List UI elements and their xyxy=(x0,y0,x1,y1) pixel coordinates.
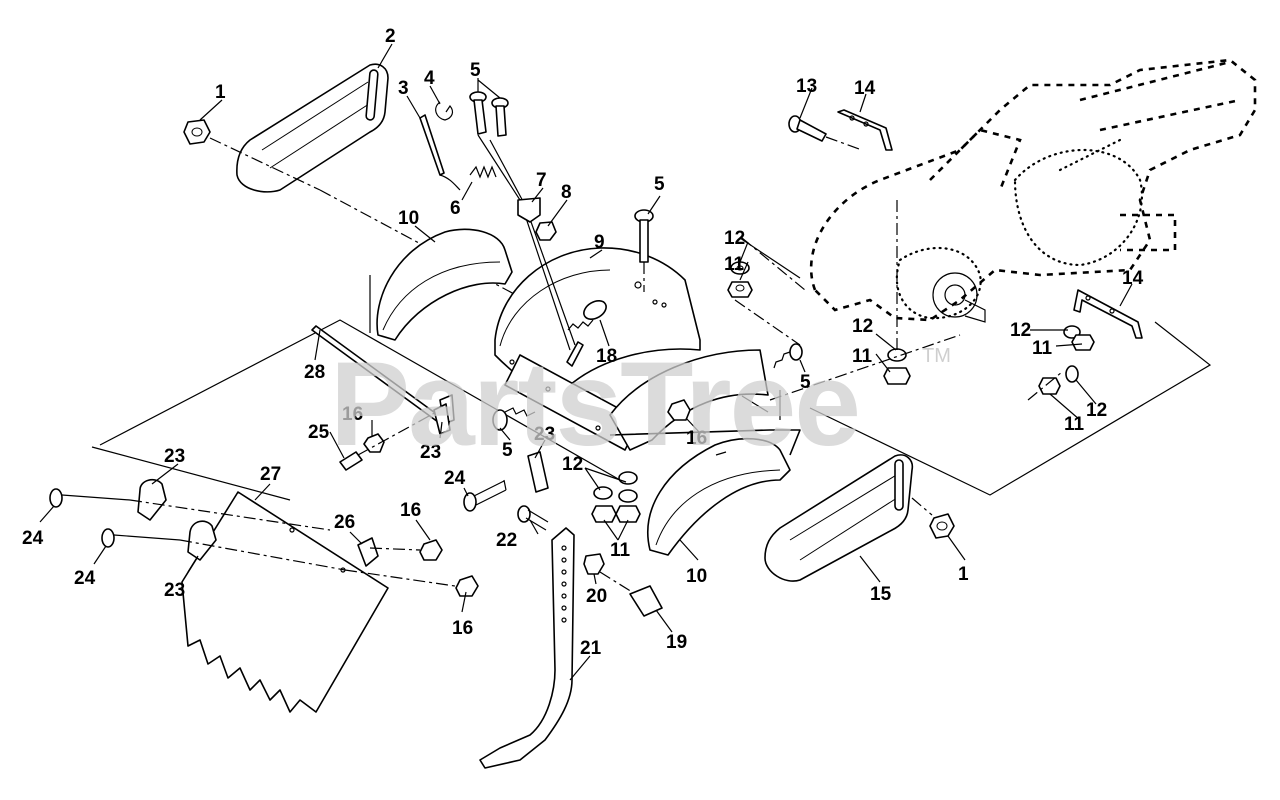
clip-3 xyxy=(419,114,461,191)
flange-nut-1-right xyxy=(929,513,955,539)
callout-labels: 1 1 2 3 4 5 5 5 5 6 7 8 9 10 10 11 11 11… xyxy=(22,26,1144,659)
pin xyxy=(566,341,584,367)
callout-12: 12 xyxy=(1010,320,1031,341)
callout-11: 11 xyxy=(724,254,745,275)
bolt-24-center xyxy=(463,479,507,512)
tiller-frame-phantom xyxy=(809,58,1257,323)
side-shield-2 xyxy=(236,63,389,193)
callout-28: 28 xyxy=(304,362,325,383)
callout-23: 23 xyxy=(164,580,185,601)
callout-18: 18 xyxy=(596,346,617,367)
callout-23: 23 xyxy=(164,446,185,467)
drag-plate-27 xyxy=(181,491,389,713)
callout-1: 1 xyxy=(215,82,226,103)
callout-5: 5 xyxy=(800,372,811,393)
hex-nut-20 xyxy=(583,553,605,575)
carriage-bolt-5-lower xyxy=(492,407,536,431)
callout-5: 5 xyxy=(502,440,513,461)
hardware-right-12-11 xyxy=(1027,325,1095,401)
callout-2: 2 xyxy=(385,26,396,47)
callout-13: 13 xyxy=(796,76,817,97)
carriage-bolt-5-right xyxy=(773,343,803,369)
callout-24: 24 xyxy=(444,468,466,489)
depth-rod-28 xyxy=(311,325,455,425)
callout-24: 24 xyxy=(22,528,44,549)
bolts-24-plate xyxy=(49,488,346,571)
callout-5: 5 xyxy=(654,174,665,195)
callout-16: 16 xyxy=(400,500,421,521)
callout-3: 3 xyxy=(398,78,409,99)
callout-12: 12 xyxy=(852,316,873,337)
hex-nuts-16-plate xyxy=(344,539,479,597)
bolt-22 xyxy=(517,505,549,531)
callout-16: 16 xyxy=(452,618,473,639)
hex-nuts-11-lower xyxy=(591,505,641,523)
bolt-18 xyxy=(567,300,607,331)
callout-6: 6 xyxy=(450,198,461,219)
callout-14: 14 xyxy=(1122,268,1144,289)
callout-8: 8 xyxy=(561,182,572,203)
bracket-lower-14 xyxy=(1073,289,1143,339)
callout-23: 23 xyxy=(420,442,441,463)
callout-22: 22 xyxy=(496,530,517,551)
bracket-upper-14 xyxy=(837,109,893,151)
pin-25 xyxy=(339,409,441,471)
clip-26 xyxy=(357,537,379,567)
callout-23: 23 xyxy=(534,424,555,445)
bracket-7 xyxy=(517,197,541,223)
leader-lines xyxy=(39,43,1133,681)
hairpin-4 xyxy=(435,101,454,121)
hex-nut-16-hood xyxy=(667,399,691,421)
callout-16: 16 xyxy=(686,428,707,449)
callout-7: 7 xyxy=(536,170,547,191)
flange-nut-1-left xyxy=(183,119,211,145)
drag-bar-21 xyxy=(479,527,575,769)
callout-10: 10 xyxy=(398,208,419,229)
tine-hood-9 xyxy=(494,247,801,456)
callout-27: 27 xyxy=(260,464,281,485)
bolts-5-top xyxy=(469,91,509,137)
trademark-symbol: TM xyxy=(922,345,951,367)
washers-12-lower xyxy=(593,471,638,503)
callout-26: 26 xyxy=(334,512,355,533)
callout-11: 11 xyxy=(1064,414,1085,435)
nut-8 xyxy=(535,221,557,241)
callout-14: 14 xyxy=(854,78,876,99)
callout-11: 11 xyxy=(852,346,873,367)
callout-19: 19 xyxy=(666,632,687,653)
callout-15: 15 xyxy=(870,584,892,605)
callout-20: 20 xyxy=(586,586,607,607)
carriage-bolt-13 xyxy=(788,115,863,151)
tine-deflector-10-upper xyxy=(376,228,513,341)
callout-12: 12 xyxy=(1086,400,1107,421)
hex-nut-16-a xyxy=(363,433,385,453)
callout-5: 5 xyxy=(470,60,481,81)
callout-11: 11 xyxy=(1032,338,1053,359)
callout-4: 4 xyxy=(424,68,435,89)
callout-21: 21 xyxy=(580,638,602,659)
hex-nut-11-mid xyxy=(883,367,911,385)
callout-25: 25 xyxy=(308,422,330,443)
callout-1: 1 xyxy=(958,564,969,585)
side-shield-15 xyxy=(764,454,914,582)
callout-10: 10 xyxy=(686,566,707,587)
callout-24: 24 xyxy=(74,568,96,589)
hex-nut-11-left xyxy=(727,281,753,298)
callout-12: 12 xyxy=(724,228,745,249)
callout-12: 12 xyxy=(562,454,583,475)
spring-6 xyxy=(469,165,497,179)
callout-16: 16 xyxy=(342,404,363,425)
callout-9: 9 xyxy=(594,232,605,253)
tine-deflector-10-lower xyxy=(647,437,791,556)
clips-23-plate xyxy=(137,478,217,561)
pin-19 xyxy=(599,571,663,617)
clip-23-hood xyxy=(433,403,549,493)
callout-11: 11 xyxy=(610,540,631,561)
